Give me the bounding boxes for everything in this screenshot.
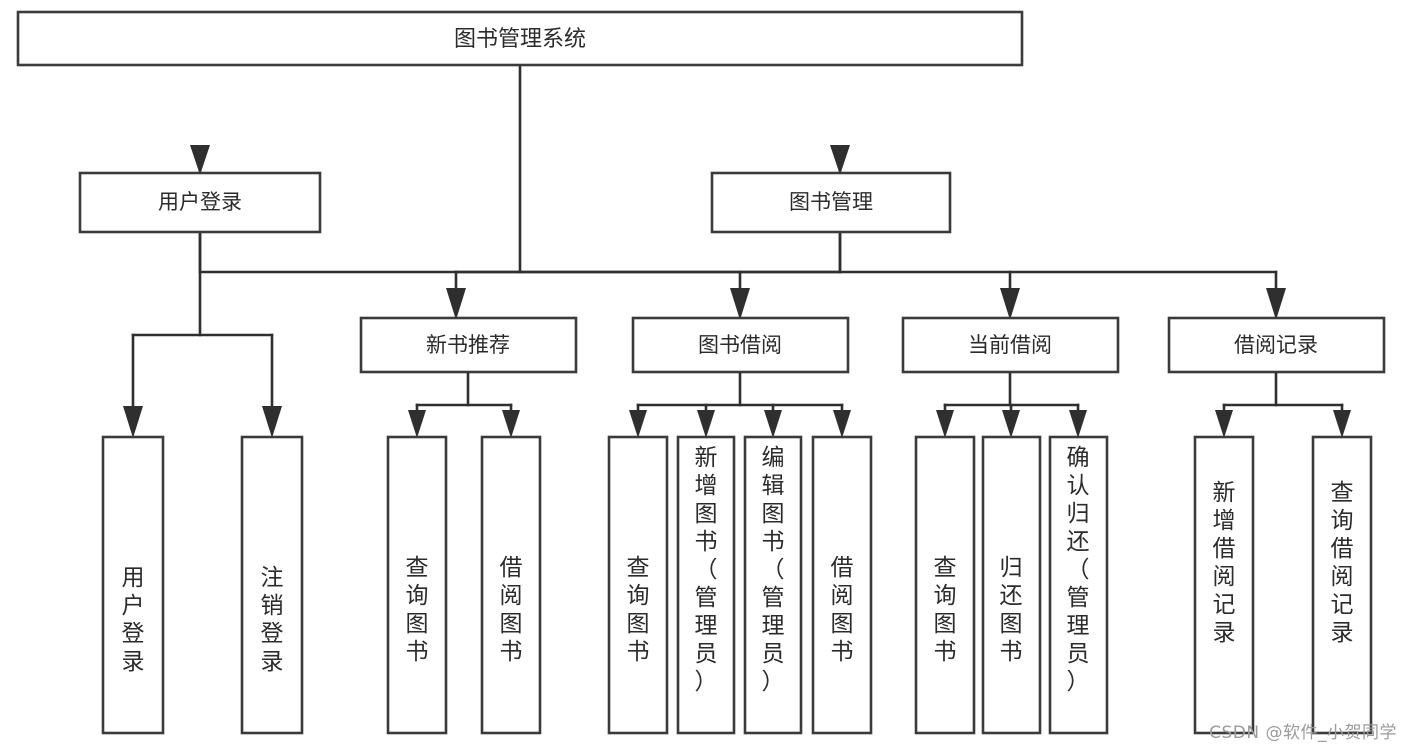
arrow-borrow-record (1266, 288, 1286, 320)
borrow-record-label: 借阅记录 (1234, 333, 1318, 357)
node-new-book-recommend[interactable]: 新书推荐 (359, 316, 578, 374)
node-leaf-user-login[interactable]: 用户登录 (101, 435, 165, 735)
leaf-edit-book-box[interactable] (743, 435, 803, 735)
arrow-leaf-borrow-book-2 (833, 410, 851, 438)
leaf-add-book-label: 新增图书（管理员） (695, 445, 718, 695)
leaf-add-book-box[interactable] (676, 435, 736, 735)
current-borrow-box[interactable] (901, 316, 1120, 374)
leaf-return-book-label: 归还图书 (1000, 555, 1023, 665)
user-login-label: 用户登录 (158, 190, 242, 214)
node-leaf-confirm-return[interactable]: 确认归还（管理员） (1048, 435, 1109, 735)
arrow-leaf-add-record (1215, 410, 1233, 438)
leaf-user-login-box[interactable] (101, 435, 165, 735)
leaf-query-book-3-label: 查询图书 (934, 555, 957, 665)
arrow-leaf-logout-login (262, 406, 282, 438)
root-label: 图书管理系统 (454, 27, 586, 52)
arrow-new-book-recommend (446, 288, 466, 320)
node-leaf-borrow-book-2[interactable]: 借阅图书 (811, 435, 873, 735)
arrow-leaf-return-book (1002, 410, 1020, 438)
leaf-query-book-2-box[interactable] (607, 435, 669, 735)
node-leaf-return-book[interactable]: 归还图书 (981, 435, 1042, 735)
node-book-borrow[interactable]: 图书借阅 (631, 316, 850, 374)
leaf-add-record-box[interactable] (1193, 435, 1255, 735)
leaf-confirm-return-label: 确认归还（管理员） (1067, 445, 1090, 695)
leaf-borrow-book-1-box[interactable] (480, 435, 542, 735)
leaf-query-record-label: 查询借阅记录 (1331, 480, 1354, 646)
node-book-manage[interactable]: 图书管理 (710, 171, 952, 234)
node-leaf-borrow-book-1[interactable]: 借阅图书 (480, 435, 542, 735)
node-leaf-add-book[interactable]: 新增图书（管理员） (676, 435, 736, 735)
leaf-add-record-label: 新增借阅记录 (1213, 480, 1236, 646)
node-leaf-query-book-3[interactable]: 查询图书 (914, 435, 976, 735)
node-leaf-logout-login[interactable]: 注销登录 (240, 435, 304, 735)
arrow-book-borrow (730, 288, 750, 320)
node-leaf-add-record[interactable]: 新增借阅记录 (1193, 435, 1255, 735)
arrow-leaf-borrow-book-1 (502, 410, 520, 438)
arrow-leaf-query-book-1 (408, 410, 426, 438)
new-book-recommend-box[interactable] (359, 316, 578, 374)
node-borrow-record[interactable]: 借阅记录 (1167, 316, 1386, 374)
arrow-user-login (190, 145, 210, 175)
arrow-leaf-query-book-2 (629, 410, 647, 438)
user-login-box[interactable] (78, 171, 322, 234)
arrow-leaf-confirm-return (1069, 410, 1087, 438)
node-leaf-query-record[interactable]: 查询借阅记录 (1311, 435, 1373, 735)
root-box[interactable] (16, 10, 1024, 67)
arrow-leaf-query-book-3 (936, 410, 954, 438)
arrow-book-manage (830, 145, 850, 175)
book-manage-label: 图书管理 (789, 190, 873, 214)
node-leaf-query-book-1[interactable]: 查询图书 (386, 435, 448, 735)
node-leaf-edit-book[interactable]: 编辑图书（管理员） (743, 435, 803, 735)
leaf-confirm-return-box[interactable] (1048, 435, 1109, 735)
book-manage-box[interactable] (710, 171, 952, 234)
leaf-user-login-label: 用户登录 (122, 565, 145, 675)
new-book-recommend-label: 新书推荐 (426, 333, 510, 357)
leaf-query-book-1-box[interactable] (386, 435, 448, 735)
leaf-logout-login-label: 注销登录 (261, 565, 284, 675)
leaf-query-record-box[interactable] (1311, 435, 1373, 735)
node-user-login[interactable]: 用户登录 (78, 171, 322, 234)
leaf-borrow-book-1-label: 借阅图书 (500, 555, 523, 665)
leaf-return-book-box[interactable] (981, 435, 1042, 735)
node-current-borrow[interactable]: 当前借阅 (901, 316, 1120, 374)
current-borrow-label: 当前借阅 (968, 333, 1052, 357)
node-leaf-query-book-2[interactable]: 查询图书 (607, 435, 669, 735)
arrow-current-borrow (1000, 288, 1020, 320)
book-borrow-label: 图书借阅 (698, 333, 782, 357)
borrow-record-box[interactable] (1167, 316, 1386, 374)
book-borrow-box[interactable] (631, 316, 850, 374)
leaf-query-book-3-box[interactable] (914, 435, 976, 735)
csdn-watermark: CSDN @软件_小贺同学 (1209, 723, 1397, 743)
leaf-borrow-book-2-label: 借阅图书 (831, 555, 854, 665)
arrow-leaf-query-record (1333, 410, 1351, 438)
leaf-edit-book-label: 编辑图书（管理员） (762, 445, 785, 695)
arrow-leaf-user-login (123, 406, 143, 438)
arrow-leaf-add-book (697, 410, 715, 438)
leaf-borrow-book-2-box[interactable] (811, 435, 873, 735)
node-root[interactable]: 图书管理系统 (16, 10, 1024, 67)
leaf-logout-login-box[interactable] (240, 435, 304, 735)
connectors-group (123, 63, 1351, 438)
leaf-query-book-1-label: 查询图书 (406, 555, 429, 665)
leaf-query-book-2-label: 查询图书 (627, 555, 650, 665)
arrow-leaf-edit-book (764, 410, 782, 438)
